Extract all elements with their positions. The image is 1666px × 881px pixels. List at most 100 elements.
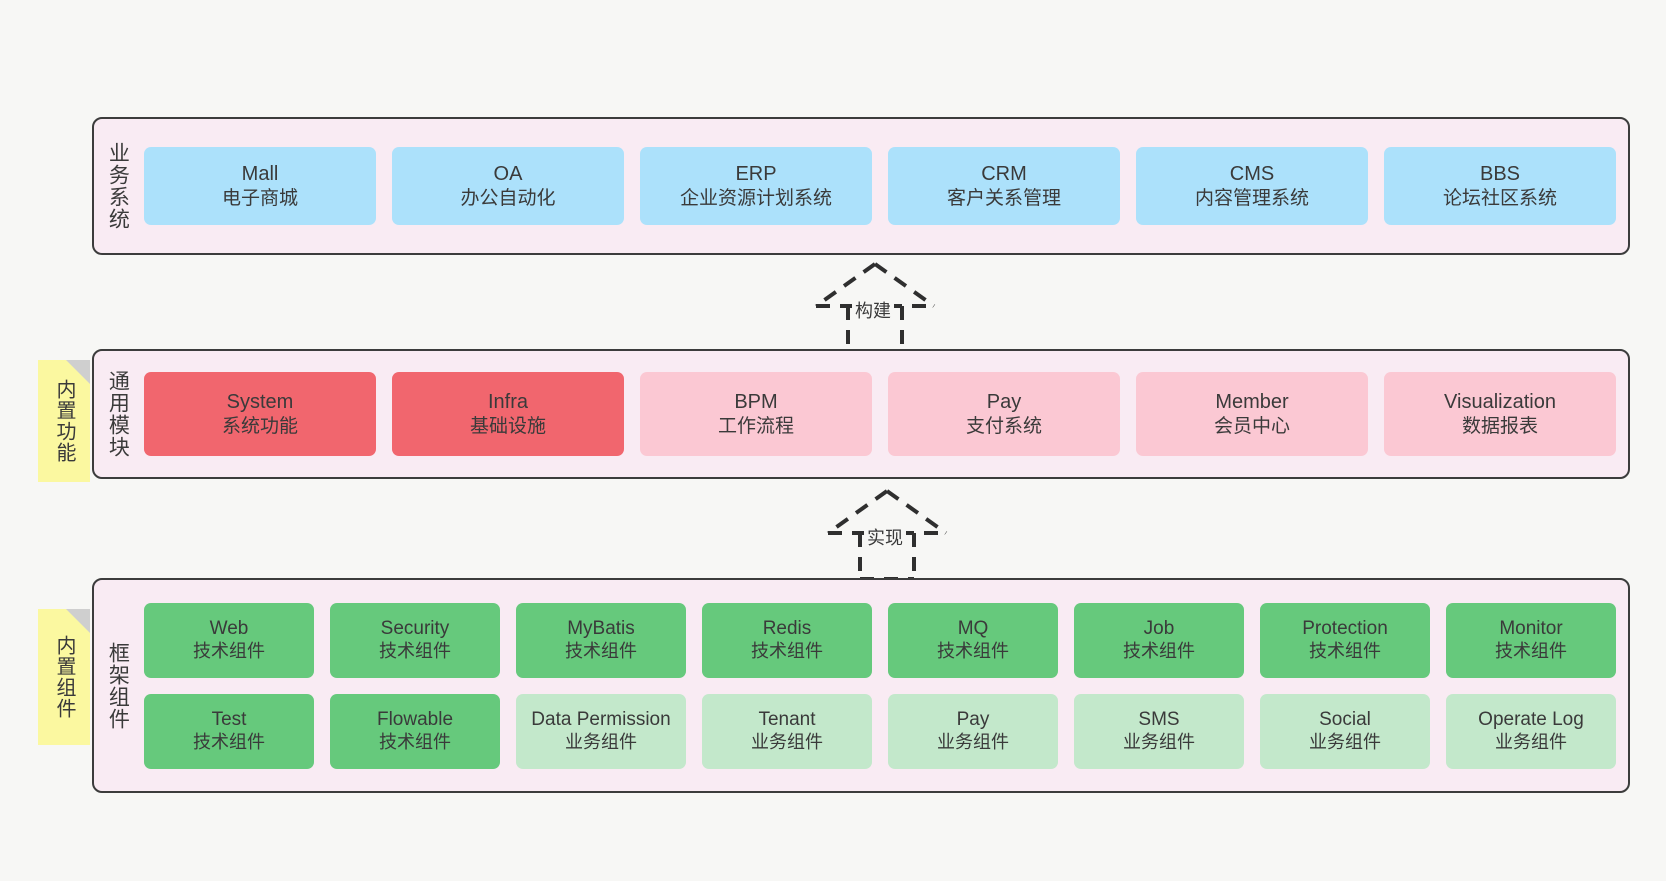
card-subtitle: 论坛社区系统 [1442, 187, 1557, 209]
card-subtitle: 数据报表 [1461, 415, 1538, 437]
layer-title-common-module: 通用模块 [106, 370, 130, 458]
card-title: Flowable [376, 709, 454, 731]
card-tenant[interactable]: Tenant 业务组件 [702, 693, 872, 769]
card-subtitle: 业务组件 [1123, 731, 1195, 752]
card-subtitle: 办公自动化 [460, 187, 556, 209]
card-crm[interactable]: CRM 客户关系管理 [888, 147, 1120, 225]
card-subtitle: 技术组件 [751, 640, 823, 661]
card-subtitle: 业务组件 [1495, 731, 1567, 752]
card-subtitle: 内容管理系统 [1194, 187, 1309, 209]
card-monitor[interactable]: Monitor 技术组件 [1446, 602, 1616, 678]
card-subtitle: 企业资源计划系统 [679, 187, 832, 209]
layer-body-framework-component: Web 技术组件 Security 技术组件 MyBatis 技术组件 Redi… [140, 580, 1628, 791]
card-title: Web [209, 618, 249, 640]
layer-business-system: 业务系统 Mall 电子商城 OA 办公自动化 ERP 企业资源计划系统 CRM… [92, 117, 1630, 255]
card-title: OA [493, 163, 523, 186]
card-sms[interactable]: SMS 业务组件 [1074, 693, 1244, 769]
card-web[interactable]: Web 技术组件 [144, 602, 314, 678]
card-subtitle: 技术组件 [565, 640, 637, 661]
card-title: Tenant [758, 709, 816, 731]
card-title: SMS [1138, 709, 1180, 731]
card-title: Data Permission [531, 709, 671, 731]
card-title: Mall [241, 163, 279, 186]
card-subtitle: 技术组件 [1123, 640, 1195, 661]
card-social[interactable]: Social 业务组件 [1260, 693, 1430, 769]
connector-build-label: 构建 [852, 296, 894, 324]
business-system-row: Mall 电子商城 OA 办公自动化 ERP 企业资源计划系统 CRM 客户关系… [144, 147, 1616, 225]
card-subtitle: 客户关系管理 [946, 187, 1061, 209]
card-data-permission[interactable]: Data Permission 业务组件 [516, 693, 686, 769]
card-title: MQ [957, 618, 989, 640]
card-subtitle: 电子商城 [221, 187, 298, 209]
card-pay-module[interactable]: Pay 支付系统 [888, 372, 1120, 456]
card-security[interactable]: Security 技术组件 [330, 602, 500, 678]
connector-build: 构建 [800, 262, 960, 354]
card-mq[interactable]: MQ 技术组件 [888, 602, 1058, 678]
connector-implement: 实现 [812, 489, 972, 581]
card-subtitle: 业务组件 [751, 731, 823, 752]
card-mybatis[interactable]: MyBatis 技术组件 [516, 602, 686, 678]
arrow-head-left-edge [826, 489, 889, 535]
card-title: MyBatis [567, 618, 635, 640]
sticky-note-builtin-feature: 内置功能 [38, 360, 90, 482]
card-subtitle: 技术组件 [379, 731, 451, 752]
card-member[interactable]: Member 会员中心 [1136, 372, 1368, 456]
card-erp[interactable]: ERP 企业资源计划系统 [640, 147, 872, 225]
fold-corner-icon [66, 609, 90, 633]
card-title: Monitor [1499, 618, 1563, 640]
card-title: Social [1319, 709, 1371, 731]
card-subtitle: 技术组件 [937, 640, 1009, 661]
card-visualization[interactable]: Visualization 数据报表 [1384, 372, 1616, 456]
card-title: Protection [1302, 618, 1388, 640]
card-test[interactable]: Test 技术组件 [144, 693, 314, 769]
layer-framework-component: 框架组件 Web 技术组件 Security 技术组件 MyBatis 技术组件… [92, 578, 1630, 793]
card-title: Test [211, 709, 247, 731]
card-oa[interactable]: OA 办公自动化 [392, 147, 624, 225]
card-title: Pay [986, 391, 1022, 414]
card-subtitle: 基础设施 [469, 415, 546, 437]
sticky-note-builtin-component: 内置组件 [38, 609, 90, 745]
card-infra[interactable]: Infra 基础设施 [392, 372, 624, 456]
card-title: Job [1143, 618, 1175, 640]
card-title: CRM [981, 163, 1027, 186]
fold-corner-icon [66, 360, 90, 384]
card-operate-log[interactable]: Operate Log 业务组件 [1446, 693, 1616, 769]
card-subtitle: 工作流程 [717, 415, 794, 437]
card-title: BPM [734, 391, 778, 414]
card-subtitle: 技术组件 [193, 731, 265, 752]
card-flowable[interactable]: Flowable 技术组件 [330, 693, 500, 769]
layer-common-module: 通用模块 System 系统功能 Infra 基础设施 BPM 工作流程 Pay… [92, 349, 1630, 479]
card-title: CMS [1229, 163, 1275, 186]
card-subtitle: 业务组件 [937, 731, 1009, 752]
common-module-row: System 系统功能 Infra 基础设施 BPM 工作流程 Pay 支付系统… [144, 372, 1616, 456]
connector-implement-label: 实现 [864, 523, 906, 551]
card-subtitle: 技术组件 [193, 640, 265, 661]
card-title: Infra [487, 391, 529, 414]
card-cms[interactable]: CMS 内容管理系统 [1136, 147, 1368, 225]
arrow-head-right-edge [885, 489, 948, 535]
layer-title-framework-component: 框架组件 [106, 641, 130, 730]
layer-body-business-system: Mall 电子商城 OA 办公自动化 ERP 企业资源计划系统 CRM 客户关系… [140, 119, 1628, 253]
card-bbs[interactable]: BBS 论坛社区系统 [1384, 147, 1616, 225]
card-protection[interactable]: Protection 技术组件 [1260, 602, 1430, 678]
card-subtitle: 技术组件 [1495, 640, 1567, 661]
arrow-head-left-edge [814, 262, 877, 308]
card-mall[interactable]: Mall 电子商城 [144, 147, 376, 225]
framework-business-row: Test 技术组件 Flowable 技术组件 Data Permission … [144, 693, 1616, 769]
card-subtitle: 业务组件 [1309, 731, 1381, 752]
card-subtitle: 系统功能 [221, 415, 298, 437]
card-title: Member [1215, 391, 1289, 414]
card-subtitle: 业务组件 [565, 731, 637, 752]
card-pay-component[interactable]: Pay 业务组件 [888, 693, 1058, 769]
card-system[interactable]: System 系统功能 [144, 372, 376, 456]
card-title: BBS [1479, 163, 1521, 186]
card-title: Visualization [1444, 391, 1556, 414]
card-job[interactable]: Job 技术组件 [1074, 602, 1244, 678]
layer-body-common-module: System 系统功能 Infra 基础设施 BPM 工作流程 Pay 支付系统… [140, 351, 1628, 477]
card-subtitle: 技术组件 [1309, 640, 1381, 661]
card-title: Operate Log [1478, 709, 1584, 731]
card-redis[interactable]: Redis 技术组件 [702, 602, 872, 678]
sticky-note-label: 内置组件 [53, 635, 75, 719]
card-bpm[interactable]: BPM 工作流程 [640, 372, 872, 456]
card-title: System [226, 391, 294, 414]
